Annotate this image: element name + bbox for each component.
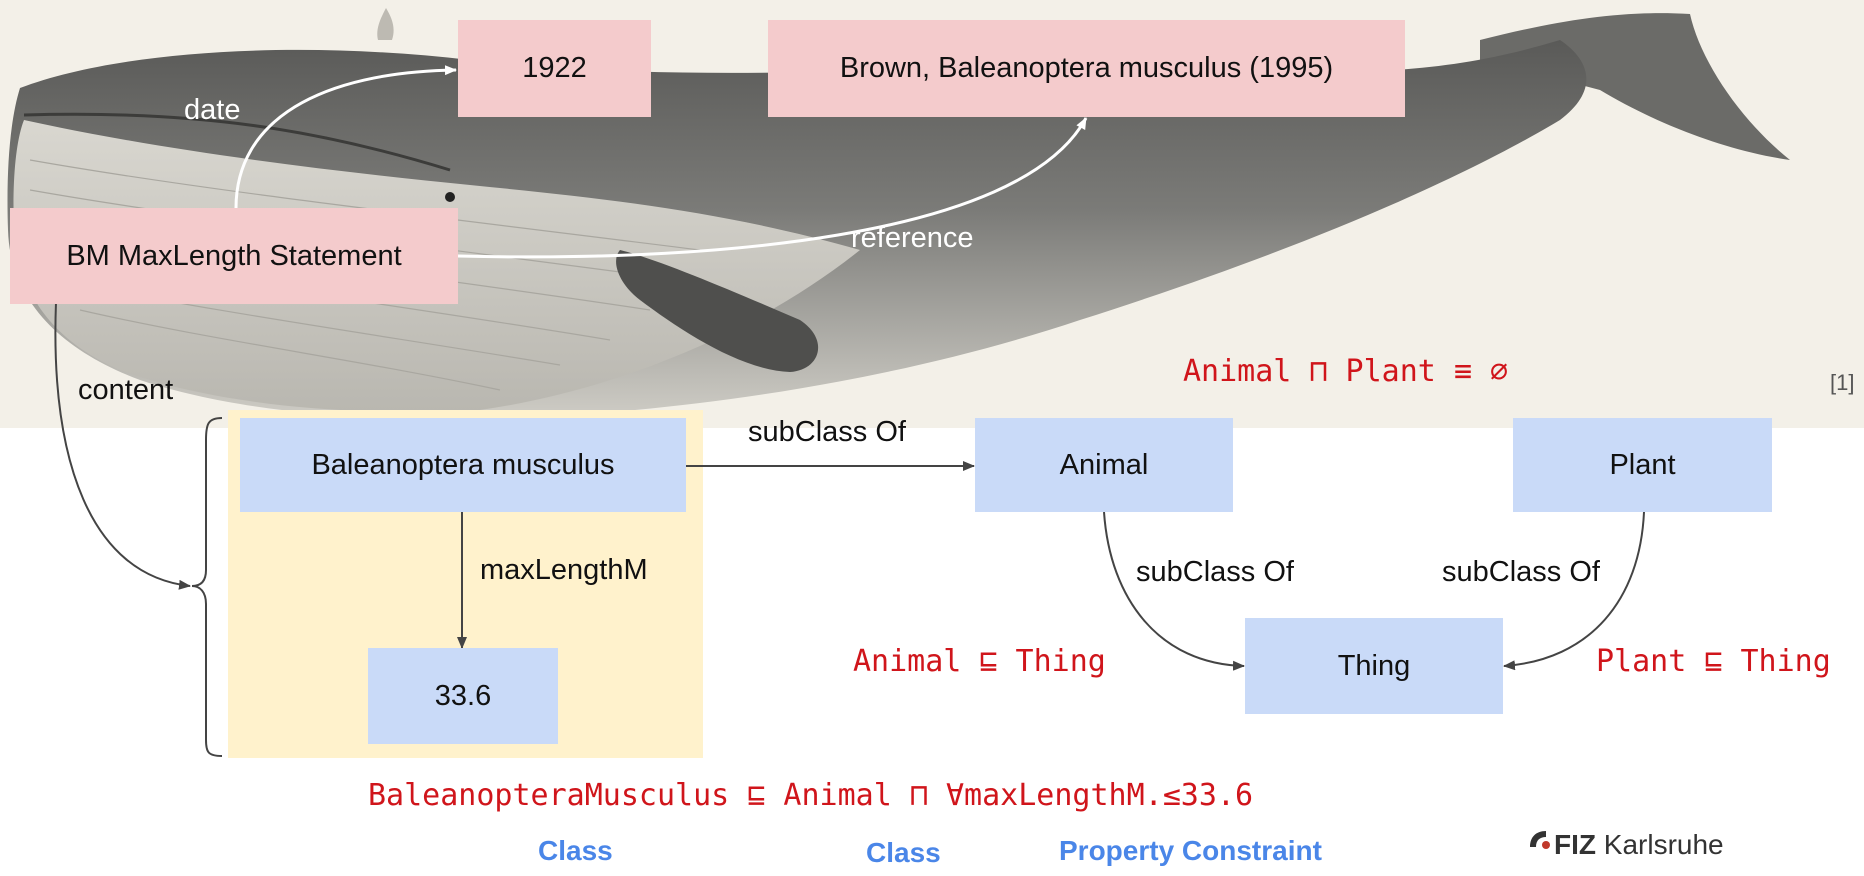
thing-node: Thing — [1245, 618, 1503, 714]
date-edge — [236, 70, 456, 208]
plant-thing-edge-label: subClass Of — [1442, 556, 1600, 589]
plant-thing-edge — [1504, 512, 1644, 666]
animal-thing-axiom: Animal ⊑ Thing — [853, 644, 1106, 679]
content-edge — [55, 302, 190, 586]
content-edge-label: content — [78, 374, 173, 407]
reference-source-node: Brown, Baleanoptera musculus (1995) — [768, 20, 1405, 117]
fiz-logo-icon — [1524, 827, 1554, 863]
plant-thing-axiom: Plant ⊑ Thing — [1596, 644, 1831, 679]
property-constraint-label: Property Constraint — [1059, 835, 1322, 867]
max-length-value-label: 33.6 — [435, 680, 491, 713]
max-length-value-node: 33.6 — [368, 648, 558, 744]
max-length-edge-label: maxLengthM — [480, 554, 648, 587]
reference-edge — [458, 118, 1086, 257]
species-node-label: Baleanoptera musculus — [311, 449, 614, 482]
year-node-label: 1922 — [522, 52, 587, 85]
animal-thing-edge-label: subClass Of — [1136, 556, 1294, 589]
plant-node-label: Plant — [1609, 449, 1675, 482]
class-label-2: Class — [866, 837, 941, 869]
citation-marker: [1] — [1830, 370, 1854, 396]
content-brace — [192, 418, 222, 756]
fiz-logo-text: FIZ Karlsruhe — [1554, 829, 1724, 861]
reference-source-label: Brown, Baleanoptera musculus (1995) — [840, 52, 1333, 85]
statement-node-label: BM MaxLength Statement — [66, 240, 401, 273]
reference-edge-label: reference — [851, 222, 974, 255]
disjoint-axiom: Animal ⊓ Plant ≡ ∅ — [1183, 354, 1508, 389]
thing-node-label: Thing — [1338, 650, 1411, 683]
species-node: Baleanoptera musculus — [240, 418, 686, 512]
animal-node-label: Animal — [1060, 449, 1149, 482]
animal-node: Animal — [975, 418, 1233, 512]
main-axiom: BaleanopteraMusculus ⊑ Animal ⊓ ∀maxLeng… — [368, 778, 1253, 813]
date-edge-label: date — [184, 94, 240, 127]
year-node: 1922 — [458, 20, 651, 117]
class-label-1: Class — [538, 835, 613, 867]
species-animal-edge-label: subClass Of — [748, 416, 906, 449]
statement-node: BM MaxLength Statement — [10, 208, 458, 304]
fiz-karlsruhe-logo: FIZ Karlsruhe — [1524, 822, 1724, 868]
plant-node: Plant — [1513, 418, 1772, 512]
animal-thing-edge — [1104, 512, 1244, 666]
